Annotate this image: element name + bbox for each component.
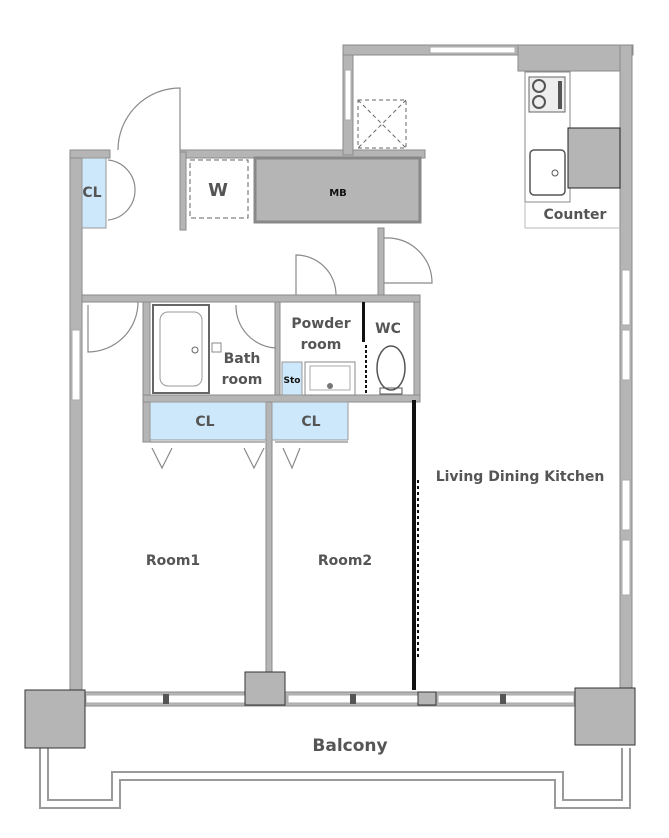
bath-room-label-1: Bath bbox=[224, 351, 261, 367]
sink-icon bbox=[304, 361, 356, 396]
storage-label: Sto bbox=[284, 376, 301, 386]
kitchen-sink-icon bbox=[529, 149, 566, 196]
cooktop-icon bbox=[528, 76, 566, 113]
balcony-railing bbox=[39, 748, 631, 809]
room1-label: Room1 bbox=[146, 553, 200, 569]
room2-label: Room2 bbox=[318, 553, 372, 569]
closet-room1 bbox=[149, 401, 267, 441]
storage bbox=[281, 361, 303, 396]
faucet-icon bbox=[211, 342, 222, 353]
closet-entry-label: CL bbox=[82, 185, 101, 201]
counter-label: Counter bbox=[544, 207, 607, 223]
closet-entry bbox=[81, 157, 107, 229]
wc-label: WC bbox=[375, 321, 401, 337]
powder-room-label-1: Powder bbox=[291, 316, 350, 332]
bath-room-label-2: room bbox=[222, 372, 263, 388]
walls bbox=[69, 44, 634, 707]
mb-label: MB bbox=[329, 188, 347, 199]
washer-space bbox=[189, 159, 249, 219]
toilet-icon bbox=[376, 345, 406, 395]
bathtub-icon bbox=[152, 304, 210, 394]
meter-box bbox=[253, 156, 422, 224]
closet-room2 bbox=[271, 401, 349, 441]
doors bbox=[87, 87, 433, 660]
closet-room2-label: CL bbox=[301, 414, 320, 430]
ldk-label: Living Dining Kitchen bbox=[436, 469, 605, 485]
columns bbox=[24, 671, 636, 749]
washer-label: W bbox=[208, 180, 228, 201]
ceiling-hatch bbox=[357, 99, 407, 149]
closet-room1-label: CL bbox=[195, 414, 214, 430]
powder-room-label-2: room bbox=[301, 337, 342, 353]
balcony-label: Balcony bbox=[312, 736, 387, 756]
